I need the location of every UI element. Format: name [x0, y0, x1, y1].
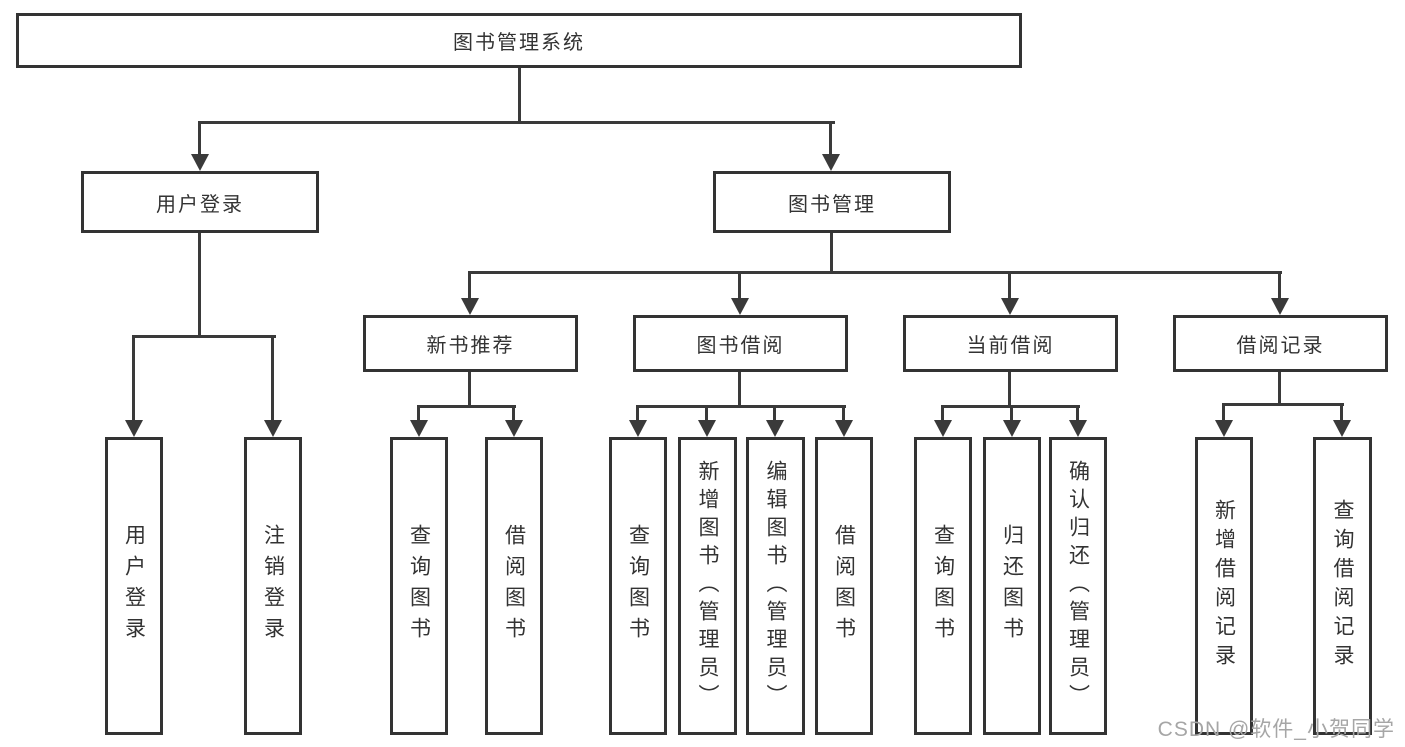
arrowhead-new-book-rec — [461, 298, 479, 315]
node-borrowing-records: 借阅记录 — [1173, 315, 1388, 372]
connector-g4-rail — [1222, 403, 1344, 406]
connector-g1-rail — [417, 405, 516, 408]
connector-g2-stem — [738, 372, 741, 408]
arrowhead-leaf-user-login — [125, 420, 143, 437]
connector-drop-user-login — [198, 121, 201, 157]
connector-drop-current-borrow — [1008, 271, 1011, 299]
connector-g3-stem — [1008, 372, 1011, 408]
arrowhead-book-management — [822, 154, 840, 171]
connector-g1-drop-query — [417, 405, 420, 421]
leaf-user-login: 用户登录 — [105, 437, 163, 735]
arrowhead-book-borrow — [731, 298, 749, 315]
node-book-borrowing: 图书借阅 — [633, 315, 848, 372]
csdn-watermark: CSDN @软件_小贺同学 — [1157, 718, 1395, 741]
node-library-management-system: 图书管理系统 — [16, 13, 1022, 68]
connector-level2-rail — [198, 121, 835, 124]
arrowhead-g2-borrow — [835, 420, 853, 437]
arrowhead-g4-query — [1333, 420, 1351, 437]
arrowhead-g3-confirm — [1069, 420, 1087, 437]
connector-g4-drop-query — [1340, 403, 1343, 421]
arrowhead-g2-add — [698, 420, 716, 437]
leaf-logout: 注销登录 — [244, 437, 302, 735]
arrowhead-g2-query — [629, 420, 647, 437]
node-user-login: 用户登录 — [81, 171, 319, 233]
leaf-return-books: 归还图书 — [983, 437, 1041, 735]
arrowhead-borrow-record — [1271, 298, 1289, 315]
arrowhead-g4-add — [1215, 420, 1233, 437]
connector-drop-borrow-record — [1278, 271, 1281, 299]
connector-g3-drop-query — [941, 405, 944, 421]
connector-g1-drop-borrow — [512, 405, 515, 421]
connector-g2-drop-edit — [773, 405, 776, 421]
connector-g3-drop-confirm — [1076, 405, 1079, 421]
arrowhead-g3-query — [934, 420, 952, 437]
connector-g1-stem — [468, 372, 471, 408]
leaf-add-borrow-record: 新增借阅记录 — [1195, 437, 1253, 735]
connector-g4-stem — [1278, 372, 1281, 405]
connector-g2-drop-borrow — [842, 405, 845, 421]
connector-g2-rail — [636, 405, 846, 408]
arrowhead-g1-borrow — [505, 420, 523, 437]
node-book-management: 图书管理 — [713, 171, 951, 233]
leaf-borrow-query-books: 查询图书 — [609, 437, 667, 735]
leaf-borrow-books: 借阅图书 — [815, 437, 873, 735]
arrowhead-leaf-logout — [264, 420, 282, 437]
arrowhead-g2-edit — [766, 420, 784, 437]
connector-user-login-stem — [198, 233, 201, 338]
leaf-query-borrow-record: 查询借阅记录 — [1313, 437, 1372, 735]
node-current-borrowing: 当前借阅 — [903, 315, 1118, 372]
connector-drop-book-management — [829, 121, 832, 157]
connector-g2-drop-add — [705, 405, 708, 421]
arrowhead-current-borrow — [1001, 298, 1019, 315]
connector-g2-drop-query — [636, 405, 639, 421]
connector-g3-drop-return — [1010, 405, 1013, 421]
connector-drop-book-borrow — [738, 271, 741, 299]
leaf-rec-borrow-books: 借阅图书 — [485, 437, 543, 735]
connector-g4-drop-add — [1222, 403, 1225, 421]
leaf-rec-query-books: 查询图书 — [390, 437, 448, 735]
connector-book-management-stem — [830, 233, 833, 273]
connector-root-stem — [518, 68, 521, 123]
connector-user-login-rail — [132, 335, 276, 338]
arrowhead-g3-return — [1003, 420, 1021, 437]
node-new-book-recommendation: 新书推荐 — [363, 315, 578, 372]
arrowhead-g1-query — [410, 420, 428, 437]
leaf-current-query-books: 查询图书 — [914, 437, 972, 735]
leaf-confirm-return-admin: 确认归还（管理员） — [1049, 437, 1107, 735]
leaf-add-books-admin: 新增图书（管理员） — [678, 437, 737, 735]
arrowhead-user-login — [191, 154, 209, 171]
connector-drop-new-book-rec — [468, 271, 471, 299]
connector-drop-leaf-logout — [271, 335, 274, 420]
connector-drop-leaf-user-login — [132, 335, 135, 420]
connector-level3-rail — [468, 271, 1282, 274]
leaf-edit-books-admin: 编辑图书（管理员） — [746, 437, 805, 735]
